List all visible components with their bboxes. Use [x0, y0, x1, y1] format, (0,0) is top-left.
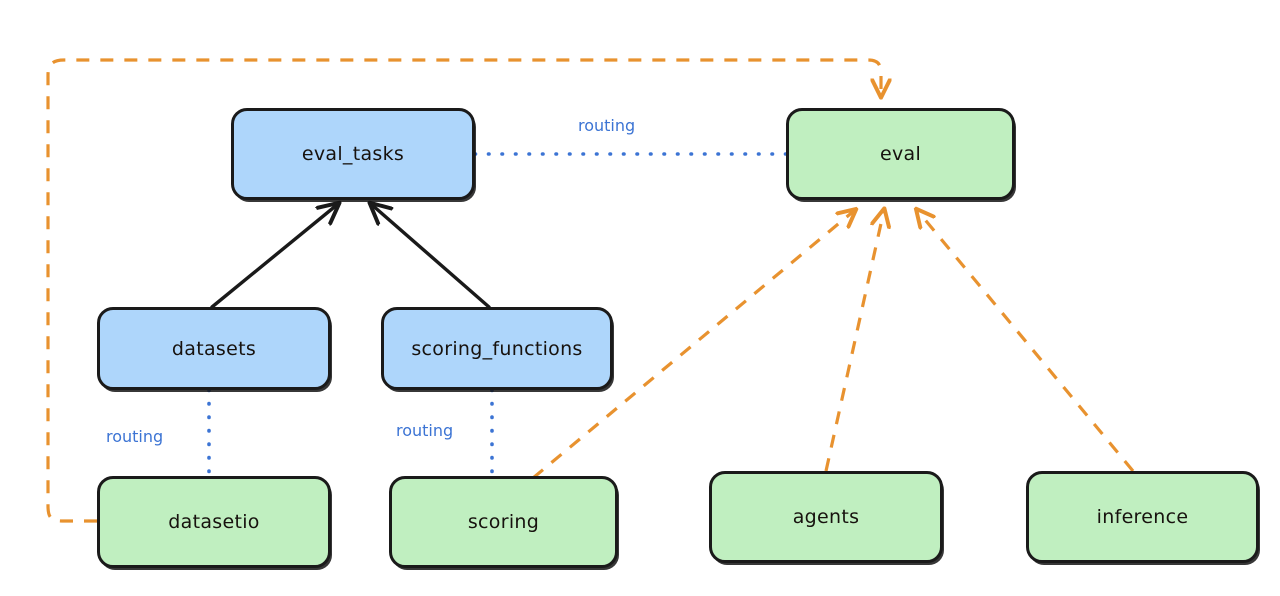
node-scoring-functions[interactable]: scoring_functions	[381, 307, 613, 390]
edge-scoring_functions-eval_tasks	[371, 204, 491, 309]
node-eval-tasks[interactable]: eval_tasks	[231, 108, 475, 200]
edge-label-routing-datasets-datasetio: routing	[106, 427, 164, 446]
node-datasets[interactable]: datasets	[97, 307, 331, 390]
node-agents-label: agents	[792, 506, 860, 528]
node-scoring-label: scoring	[467, 511, 540, 533]
node-scoring-functions-label: scoring_functions	[411, 337, 583, 360]
node-eval-tasks-label: eval_tasks	[301, 143, 405, 165]
edge-label-routing-scoring-functions-scoring: routing	[396, 421, 454, 440]
node-datasetio-label: datasetio	[168, 511, 260, 533]
node-datasets-label: datasets	[171, 337, 257, 360]
node-scoring[interactable]: scoring	[389, 476, 618, 568]
node-eval[interactable]: eval	[786, 108, 1015, 200]
node-inference-label: inference	[1096, 506, 1189, 528]
node-inference[interactable]: inference	[1026, 471, 1259, 563]
node-eval-label: eval	[879, 143, 922, 165]
edge-agents-eval	[824, 210, 884, 472]
edge-label-routing-eval-tasks-eval: routing	[578, 116, 636, 135]
edge-datasets-eval_tasks	[210, 204, 338, 309]
edge-datasetio-eval	[46, 58, 881, 523]
node-agents[interactable]: agents	[709, 471, 943, 563]
node-datasetio[interactable]: datasetio	[97, 476, 331, 568]
edge-inference-eval	[917, 210, 1135, 473]
